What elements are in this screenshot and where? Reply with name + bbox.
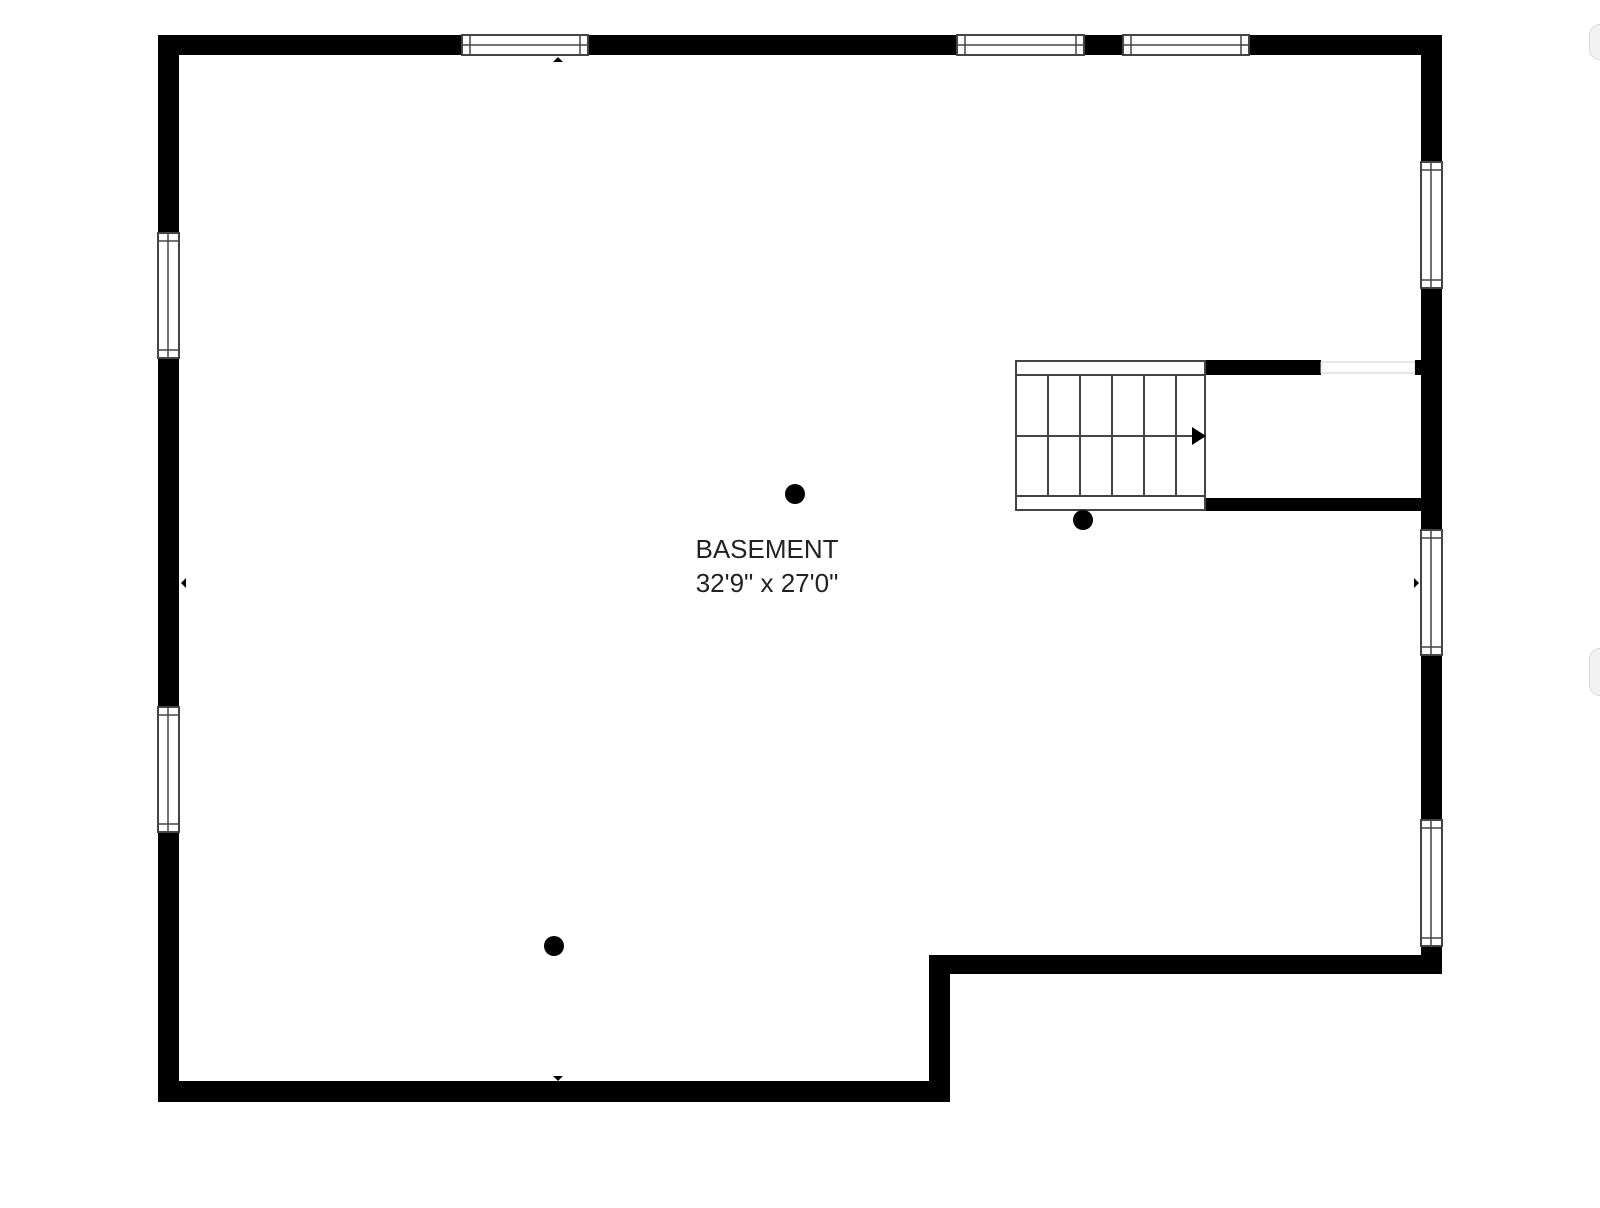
arrow-icon <box>1192 427 1206 445</box>
arrow-icon <box>1414 578 1419 588</box>
window-top-3 <box>1122 34 1250 56</box>
stairs-icon <box>1015 360 1206 511</box>
floor-area <box>179 55 1421 1081</box>
zoom-control-button[interactable] <box>1589 648 1600 696</box>
window-right-1 <box>1420 161 1443 289</box>
window-left-2 <box>157 706 180 833</box>
window-right-2 <box>1420 529 1443 656</box>
room-dimensions: 32'9" x 27'0" <box>696 568 839 598</box>
next-image-button[interactable] <box>1589 24 1600 60</box>
dot-marker-icon <box>1073 510 1093 530</box>
arrow-icon <box>553 1076 563 1081</box>
window-left-1 <box>157 232 180 359</box>
dot-marker-icon <box>544 936 564 956</box>
stair-enclosure <box>1205 360 1421 511</box>
window-top-1 <box>461 34 589 56</box>
dot-marker-icon <box>785 484 805 504</box>
window-right-3 <box>1420 819 1443 947</box>
room-name: BASEMENT <box>695 534 838 564</box>
window-top-2 <box>956 34 1085 56</box>
arrow-icon <box>553 57 563 62</box>
arrow-icon <box>181 578 186 588</box>
